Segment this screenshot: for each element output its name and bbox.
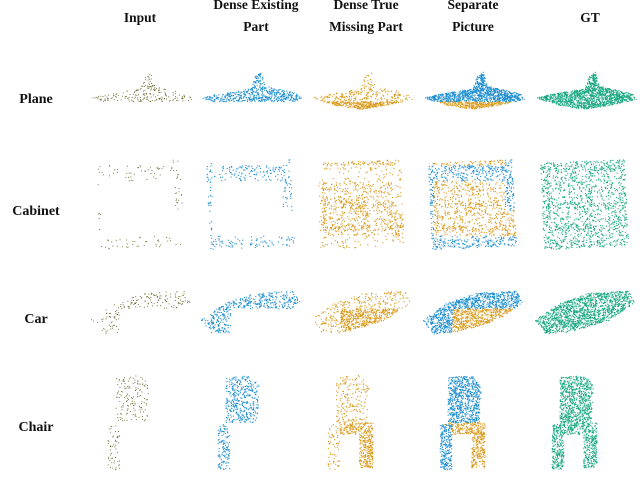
point-cloud-car-separate <box>418 262 526 372</box>
point-cloud-chair-gt <box>530 370 638 480</box>
point-cloud-car-input <box>86 262 194 372</box>
point-cloud-cabinet-dense_existing <box>196 150 304 260</box>
column-header-separate: Separate Picture <box>418 0 528 38</box>
row-label-plane: Plane <box>0 92 72 108</box>
header-line-1: Dense True <box>306 0 426 16</box>
column-header-input: Input <box>100 7 180 29</box>
header-line-1: Separate <box>418 0 528 16</box>
row-label-chair: Chair <box>0 420 72 436</box>
point-cloud-plane-dense_missing <box>306 55 414 165</box>
row-label-cabinet: Cabinet <box>0 204 72 220</box>
point-cloud-cabinet-gt <box>530 150 638 260</box>
column-header-gt: GT <box>545 7 635 29</box>
header-line-1: Dense Existing <box>196 0 316 16</box>
header-line-2: Part <box>196 16 316 38</box>
point-cloud-car-dense_missing <box>306 262 414 372</box>
header-line-2: Missing Part <box>306 16 426 38</box>
point-cloud-chair-input <box>86 370 194 480</box>
point-cloud-plane-gt <box>530 55 638 165</box>
point-cloud-cabinet-input <box>86 150 194 260</box>
point-cloud-car-dense_existing <box>196 262 304 372</box>
header-line-2: Picture <box>418 16 528 38</box>
point-cloud-plane-separate <box>418 55 526 165</box>
point-cloud-chair-separate <box>418 370 526 480</box>
point-cloud-car-gt <box>530 262 638 372</box>
row-label-car: Car <box>0 312 72 328</box>
point-cloud-cabinet-separate <box>418 150 526 260</box>
point-cloud-chair-dense_existing <box>196 370 304 480</box>
column-header-dense-existing: Dense Existing Part <box>196 0 316 38</box>
point-cloud-cabinet-dense_missing <box>306 150 414 260</box>
column-header-dense-missing: Dense True Missing Part <box>306 0 426 38</box>
point-cloud-chair-dense_missing <box>306 370 414 480</box>
point-cloud-plane-input <box>86 55 194 165</box>
point-cloud-plane-dense_existing <box>196 55 304 165</box>
